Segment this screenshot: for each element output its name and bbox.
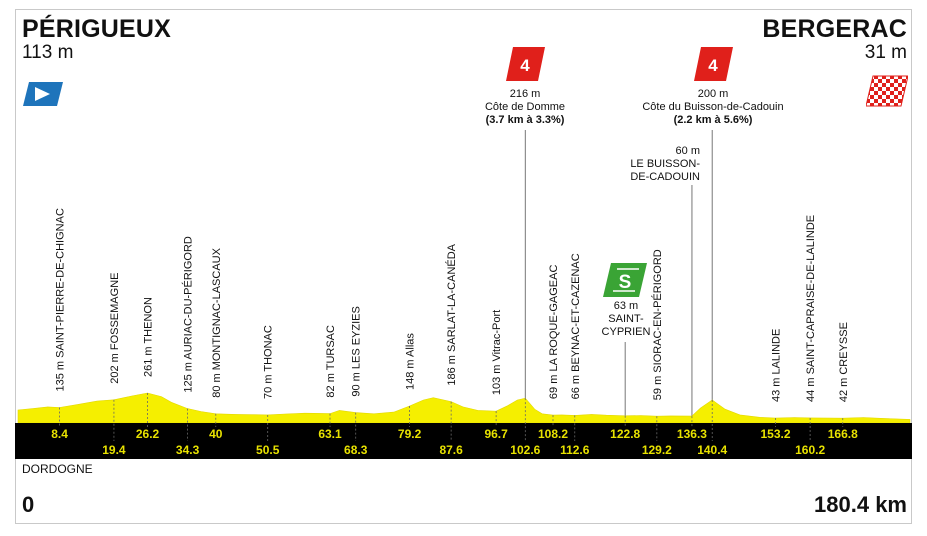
km-marker: 102.6 — [510, 443, 540, 457]
distance-start: 0 — [22, 492, 35, 517]
waypoint-label: 44 m SAINT-CAPRAISE-DE-LALINDE — [805, 215, 817, 402]
km-marker: 19.4 — [102, 443, 126, 457]
km-marker: 136.3 — [677, 427, 707, 441]
km-marker: 26.2 — [136, 427, 160, 441]
waypoint-labels: 135 m SAINT-PIERRE-DE-CHIGNAC 202 m FOSSE… — [55, 208, 850, 402]
km-marker: 129.2 — [642, 443, 672, 457]
climb-1-info: 216 m Côte de Domme (3.7 km à 3.3%) — [425, 88, 625, 127]
km-marker: 160.2 — [795, 443, 825, 457]
km-marker: 50.5 — [256, 443, 280, 457]
sprint-name-2: CYPRIEN — [601, 326, 651, 338]
elevation-profile-area — [17, 392, 911, 424]
distance-total: 180.4 km — [814, 492, 907, 517]
km-band — [15, 423, 912, 459]
km-marker: 166.8 — [828, 427, 858, 441]
waypoint-label: 43 m LALINDE — [771, 329, 783, 402]
start-city: PÉRIGUEUX — [22, 15, 172, 43]
finish-altitude: 31 m — [864, 42, 907, 63]
buisson-info: 60 m LE BUISSON- DE-CADOUIN — [570, 145, 700, 184]
climb-2-altitude: 200 m — [697, 88, 729, 100]
climb-1-name: Côte de Domme — [484, 101, 566, 113]
waypoint-label: 90 m LES EYZIES — [351, 306, 363, 396]
climb-1-altitude: 216 m — [509, 88, 541, 100]
km-marker: 68.3 — [344, 443, 368, 457]
climb-2-name: Côte du Buisson-de-Cadouin — [642, 101, 784, 113]
climb-1-detail: (3.7 km à 3.3%) — [485, 114, 565, 126]
climb-2-category: 4 — [708, 56, 718, 75]
km-marker: 79.2 — [398, 427, 422, 441]
waypoint-label: 202 m FOSSEMAGNE — [109, 273, 121, 384]
waypoint-label: 135 m SAINT-PIERRE-DE-CHIGNAC — [55, 208, 67, 391]
buisson-name-2: DE-CADOUIN — [630, 171, 700, 183]
km-marker: 122.8 — [610, 427, 640, 441]
waypoint-label: 125 m AURIAC-DU-PÉRIGORD — [182, 236, 195, 393]
waypoint-label: 261 m THENON — [143, 297, 155, 377]
km-marker: 112.6 — [560, 443, 590, 457]
km-marker: 63.1 — [318, 427, 342, 441]
waypoint-label: 80 m MONTIGNAC-LASCAUX — [211, 247, 223, 397]
sprint-altitude: 63 m — [613, 300, 639, 312]
waypoint-label: 42 m CREYSSE — [838, 322, 850, 402]
sprint-letter: S — [619, 272, 632, 293]
stage-frame — [15, 9, 912, 524]
leader-lines — [524, 130, 713, 417]
waypoint-label: 66 m BEYNAC-ET-CAZENAC — [570, 253, 582, 399]
km-marker: 96.7 — [484, 427, 508, 441]
climb-2-detail: (2.2 km à 5.6%) — [673, 114, 753, 126]
waypoint-label: 148 m Allas — [405, 333, 417, 390]
buisson-name-1: LE BUISSON- — [630, 158, 700, 170]
start-flag-icon — [23, 82, 63, 106]
waypoint-label: 70 m THONAC — [263, 325, 275, 399]
km-marker: 87.6 — [439, 443, 463, 457]
start-altitude: 113 m — [22, 42, 74, 63]
km-marker: 40 — [209, 427, 223, 441]
climb-2-info: 200 m Côte du Buisson-de-Cadouin (2.2 km… — [613, 88, 813, 127]
km-marker: 140.4 — [697, 443, 727, 457]
finish-flag-icon — [866, 75, 908, 107]
sprint-info: 63 m SAINT- CYPRIEN — [576, 300, 676, 339]
waypoint-label: 69 m LA ROQUE-GAGEAC — [548, 265, 560, 400]
intermediate-sprint-icon: S — [603, 263, 647, 297]
waypoint-label: 186 m SARLAT-LA-CANÉDA — [445, 243, 458, 385]
climb-1-category: 4 — [520, 56, 530, 75]
buisson-altitude: 60 m — [675, 145, 700, 157]
km-markers: 8.4 19.4 26.2 34.3 40 50.5 63.168.3 79.2 87.6 96.… — [51, 427, 858, 457]
waypoint-label: 82 m TURSAC — [325, 325, 337, 398]
km-marker: 34.3 — [176, 443, 200, 457]
waypoint-label: 59 m SIORAC-EN-PÉRIGORD — [651, 249, 664, 400]
sprint-name-1: SAINT- — [608, 313, 644, 325]
waypoint-label: 103 m Vitrac-Port — [491, 310, 503, 395]
km-marker: 8.4 — [51, 427, 68, 441]
km-marker: 153.2 — [760, 427, 790, 441]
km-marker: 108.2 — [538, 427, 568, 441]
finish-city: BERGERAC — [762, 15, 907, 43]
waypoint-ticks — [59, 392, 844, 441]
region-label: DORDOGNE — [22, 462, 93, 476]
climb-category-4-icon: 4 — [694, 47, 733, 81]
climb-category-4-icon: 4 — [506, 47, 545, 81]
